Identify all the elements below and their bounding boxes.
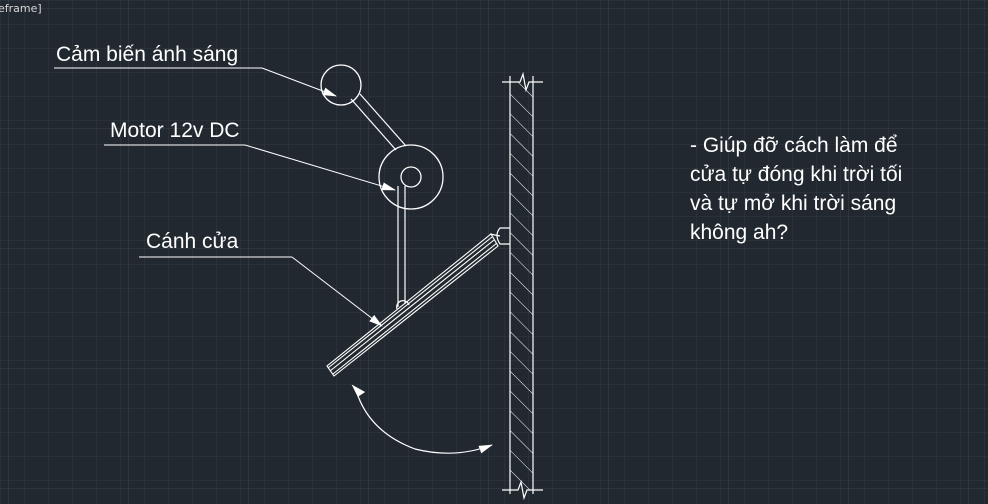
wall (502, 71, 543, 501)
motor-pulley (400, 166, 422, 188)
viewport-visual-style-label[interactable]: eframe] (0, 2, 42, 15)
wall-bottom-break (502, 479, 543, 501)
motor (378, 144, 444, 210)
question-note: - Giúp đỡ cách làm để cửa tự đóng khi tr… (690, 131, 970, 247)
label-door-panel: Cánh cửa (146, 230, 239, 253)
leader-sensor (54, 67, 337, 97)
label-motor: Motor 12v DC (110, 119, 240, 142)
hinge (489, 227, 510, 245)
note-line: và tự mở khi trời sáng (690, 192, 897, 215)
note-line: không ah? (690, 221, 789, 244)
cable-anchor (396, 186, 410, 310)
wall-hatch (510, 82, 533, 490)
sensor-arm (350, 93, 407, 151)
wall-top-break (502, 71, 543, 93)
note-line: cửa tự đóng khi trời tối (690, 163, 903, 186)
leader-door (139, 256, 383, 327)
light-sensor (320, 64, 362, 106)
note-line: - Giúp đỡ cách làm để (690, 134, 898, 157)
door-panel (326, 233, 499, 377)
label-light-sensor: Cảm biến ánh sáng (56, 43, 239, 66)
leader-motor (104, 144, 396, 191)
rotation-arc (351, 384, 493, 454)
motor-body (378, 144, 444, 210)
